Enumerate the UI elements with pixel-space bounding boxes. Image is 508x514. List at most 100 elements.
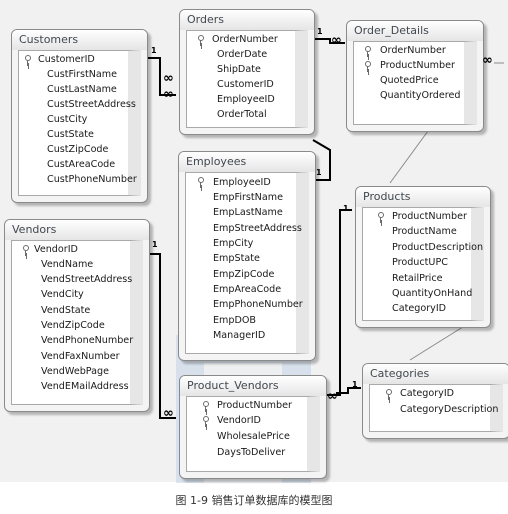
rel-employees-orders (312, 139, 331, 181)
rel-vendors-productvendors (148, 253, 176, 419)
primary-key-icon (24, 55, 31, 66)
rel-customers-orders (146, 57, 176, 96)
customers-title: Customers (12, 30, 147, 50)
field-productnumber[interactable]: ProductNumber (392, 211, 467, 222)
relationship-lines (146, 38, 504, 419)
primary-key-icon (197, 35, 204, 46)
field-custareacode[interactable]: CustAreaCode (47, 159, 116, 170)
field-vendstate[interactable]: VendState (41, 305, 91, 316)
field-empareacode[interactable]: EmpAreaCode (213, 284, 282, 295)
field-empfirstname[interactable]: EmpFirstName (213, 192, 283, 203)
primary-key-icon (377, 212, 384, 223)
field-empphonenumber[interactable]: EmpPhoneNumber (213, 299, 303, 310)
field-categoryid[interactable]: CategoryID (392, 303, 447, 314)
field-employeeid[interactable]: EmployeeID (213, 177, 271, 188)
field-customerid[interactable]: CustomerID (217, 79, 274, 90)
field-empdob[interactable]: EmpDOB (213, 315, 257, 326)
one-marker: 1 (152, 240, 158, 249)
rel-products-productvendors (325, 209, 352, 396)
field-vendorid[interactable]: VendorID (217, 415, 261, 426)
field-custstate[interactable]: CustState (47, 129, 94, 140)
order-details-title: Order_Details (347, 21, 483, 41)
primary-key-icon (197, 177, 204, 188)
primary-key-icon (202, 416, 209, 427)
rel-products-categories (409, 324, 467, 361)
field-ordertotal[interactable]: OrderTotal (217, 109, 267, 120)
field-vendstreetaddress[interactable]: VendStreetAddress (41, 274, 133, 285)
vendors-table[interactable]: Vendors VendorID VendName VendStreetAddr… (4, 219, 150, 412)
field-orderdate[interactable]: OrderDate (217, 49, 268, 60)
many-marker: ∞ (163, 87, 174, 102)
field-employeeid[interactable]: EmployeeID (217, 94, 275, 105)
field-custstreetaddress[interactable]: CustStreetAddress (47, 99, 136, 110)
orders-table[interactable]: Orders OrderNumber OrderDate ShipDate Cu… (179, 9, 315, 135)
many-marker: ∞ (331, 33, 342, 48)
field-productnumber[interactable]: ProductNumber (217, 400, 292, 411)
field-managerid[interactable]: ManagerID (213, 330, 266, 341)
products-title: Products (356, 187, 490, 207)
field-quantityordered[interactable]: QuantityOrdered (380, 90, 461, 101)
field-custcity[interactable]: CustCity (47, 114, 88, 125)
field-productnumber[interactable]: ProductNumber (380, 60, 455, 71)
field-quotedprice[interactable]: QuotedPrice (380, 75, 439, 86)
field-retailprice[interactable]: RetailPrice (392, 273, 443, 284)
order-details-table[interactable]: Order_Details OrderNumber ProductNumber … (346, 20, 484, 132)
field-custlastname[interactable]: CustLastName (47, 84, 117, 95)
field-vendcity[interactable]: VendCity (41, 289, 84, 300)
field-productdescription[interactable]: ProductDescription (392, 242, 484, 253)
one-marker: 1 (151, 46, 157, 55)
field-empstreetaddress[interactable]: EmpStreetAddress (213, 223, 302, 234)
field-customerid[interactable]: CustomerID (38, 54, 95, 65)
primary-key-icon (364, 61, 371, 72)
rel-categories-products (336, 387, 361, 394)
rel-orderdetails-products (389, 130, 429, 184)
field-daystodeliver[interactable]: DaysToDeliver (217, 447, 286, 458)
field-empstate[interactable]: EmpState (213, 253, 260, 264)
field-ordernumber[interactable]: OrderNumber (380, 45, 446, 56)
field-custfirstname[interactable]: CustFirstName (47, 69, 118, 80)
field-vendname[interactable]: VendName (41, 259, 94, 270)
field-vendphonenumber[interactable]: VendPhoneNumber (41, 335, 134, 346)
primary-key-icon (202, 401, 209, 412)
primary-key-icon (385, 389, 392, 400)
field-custzipcode[interactable]: CustZipCode (47, 144, 109, 155)
field-empcity[interactable]: EmpCity (213, 238, 254, 249)
one-marker: 1 (316, 168, 322, 177)
employees-table[interactable]: Employees EmployeeID EmpFirstName EmpLas… (178, 151, 316, 361)
field-productupc[interactable]: ProductUPC (392, 257, 448, 268)
field-productname[interactable]: ProductName (392, 226, 457, 237)
categories-table[interactable]: Categories CategoryID CategoryDescriptio… (362, 363, 508, 439)
field-quantityonhand[interactable]: QuantityOnHand (392, 288, 473, 299)
field-vendfaxnumber[interactable]: VendFaxNumber (41, 351, 120, 362)
field-categorydescription[interactable]: CategoryDescription (400, 404, 499, 415)
field-empzipcode[interactable]: EmpZipCode (213, 269, 275, 280)
field-wholesaleprice[interactable]: WholesalePrice (217, 431, 290, 442)
one-marker: 1 (343, 204, 349, 213)
one-marker: 1 (352, 380, 358, 389)
field-ordernumber[interactable]: OrderNumber (212, 34, 278, 45)
figure-caption: 图 1-9 销售订单数据库的模型图 (175, 494, 333, 507)
field-custphonenumber[interactable]: CustPhoneNumber (47, 174, 137, 185)
products-table[interactable]: Products ProductNumber ProductName Produ… (355, 186, 491, 328)
primary-key-icon (22, 245, 29, 256)
field-vendemailaddress[interactable]: VendEMailAddress (41, 381, 129, 392)
customers-table[interactable]: Customers CustomerID CustFirstName CustL… (11, 29, 148, 203)
field-categoryid[interactable]: CategoryID (400, 388, 455, 399)
many-marker: ∞ (163, 71, 174, 86)
product-vendors-table[interactable]: Product_Vendors ProductNumber VendorID W… (179, 375, 327, 479)
vendors-title: Vendors (5, 220, 149, 240)
many-marker: ∞ (482, 53, 493, 68)
field-vendorid[interactable]: VendorID (34, 244, 78, 255)
primary-key-icon (364, 46, 371, 57)
many-marker: ∞ (327, 389, 338, 404)
field-emplastname[interactable]: EmpLastName (213, 207, 283, 218)
product-vendors-title: Product_Vendors (180, 376, 326, 396)
field-vendzipcode[interactable]: VendZipCode (41, 320, 105, 331)
diagram-canvas: Customers CustomerID CustFirstName CustL… (0, 0, 508, 483)
rel-orders-orderdetails (313, 38, 345, 44)
one-marker: 1 (317, 27, 323, 36)
many-marker: ∞ (163, 406, 174, 421)
field-vendwebpage[interactable]: VendWebPage (41, 366, 110, 377)
categories-title: Categories (363, 364, 508, 384)
field-shipdate[interactable]: ShipDate (217, 64, 261, 75)
